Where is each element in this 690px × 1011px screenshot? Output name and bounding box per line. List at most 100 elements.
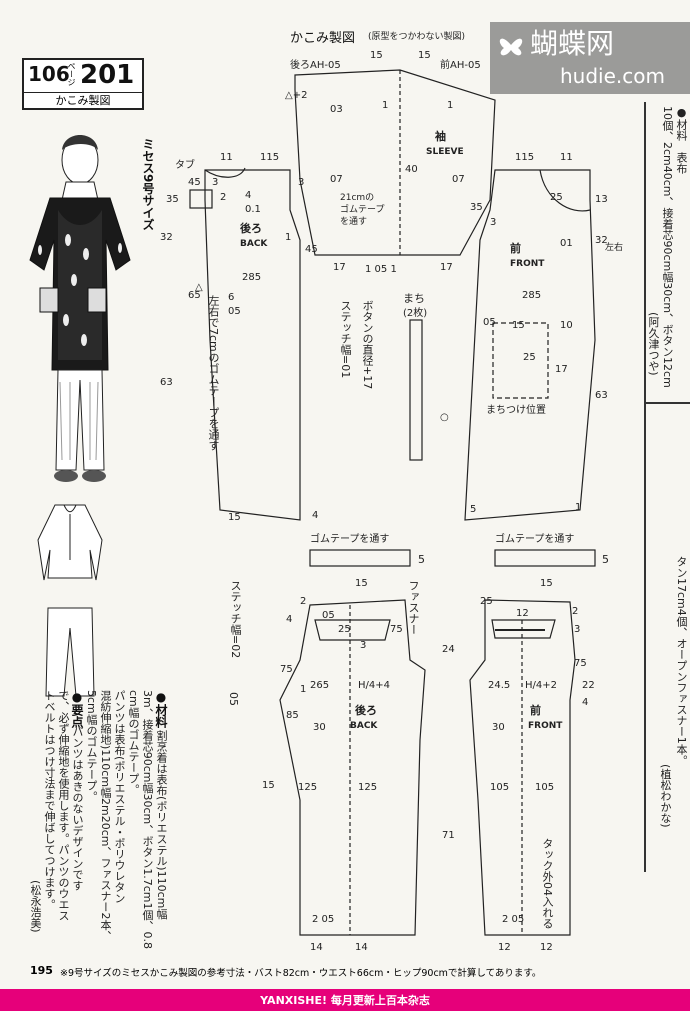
back-waistband-w15: 15 — [355, 578, 368, 589]
back-n4b: 4 — [312, 510, 318, 521]
back-n45a: 45 — [188, 177, 201, 188]
page-subtitle: (原型をつかわない製図) — [368, 32, 466, 42]
adjacent-text-1: ●材料 表布 — [675, 106, 688, 174]
fpants-label-ja: 前 — [530, 703, 541, 717]
bpants-n25: 25 — [338, 624, 351, 635]
points-line2: で、必ず伸縮地を使用します。パンツのウエス — [57, 690, 70, 921]
back-tri: △ — [195, 282, 203, 293]
front-n25a: 25 — [550, 192, 563, 203]
materials-line4: パンツは表布(ポリエステル・ポリウレタン — [113, 690, 126, 904]
front-body-label-ja: 前 — [510, 241, 521, 255]
front-n05: 05 — [483, 317, 496, 328]
page-title: かこみ製図 — [290, 31, 356, 46]
front-n1: 1 — [575, 502, 581, 513]
front-n285: 285 — [522, 290, 541, 301]
front-n01: 01 — [560, 238, 573, 249]
fpants-formula: H/4+2 — [525, 680, 557, 691]
page-ref: 106 — [28, 62, 70, 86]
back-n01: 0.1 — [245, 204, 261, 215]
watermark-url: hudie.com — [560, 64, 665, 88]
bpants-n205: 2 05 — [312, 914, 334, 925]
materials-title: ●材料 — [154, 690, 168, 728]
fpants-n2: 2 — [572, 606, 578, 617]
pants-stitch-note: ステッチ幅=02 — [229, 580, 242, 659]
footer-bar — [0, 989, 690, 1011]
sleeve-outline — [294, 69, 496, 256]
fpants-n105a: 105 — [490, 782, 509, 793]
back-n6: 6 — [228, 292, 234, 303]
adjacent-page-bottom: タン17cm4個、オープンファスナー1本。 (植松わかな) — [644, 402, 690, 872]
credit: (松永浩美) — [29, 880, 42, 933]
front-n17: 17 — [555, 364, 568, 375]
sleeve-n03: 03 — [330, 104, 343, 115]
back-waistband-h5: 5 — [418, 553, 425, 566]
back-n32: 32 — [160, 232, 173, 243]
fpants-n105b: 105 — [535, 782, 554, 793]
front-n35: 35 — [470, 202, 483, 213]
bpants-n14b: 14 — [355, 942, 368, 953]
sleeve-n2: △+2 — [285, 90, 307, 101]
pattern-number: 201 — [80, 60, 135, 90]
bpants-n05: 05 — [322, 610, 335, 621]
front-n10: 10 — [560, 320, 573, 331]
front-n13: 13 — [595, 194, 608, 205]
back-elastic-note: 左右で7cmのゴムテープを通す — [207, 295, 220, 451]
sleeve-n07b: 07 — [452, 174, 465, 185]
back-n11: 11 — [220, 152, 233, 163]
front-n115: 115 — [515, 152, 534, 163]
fpants-n205: 2 05 — [502, 914, 524, 925]
fpants-n25: 25 — [480, 596, 493, 607]
flat-sketch-illustration — [37, 504, 103, 697]
front-n63: 63 — [595, 390, 608, 401]
materials-line2: 3m、接着芯90cm幅30cm、ボタン1.7cm1個、0.8 — [141, 690, 154, 949]
back-n2: 2 — [220, 192, 226, 203]
footer-bar-text: YANXISHE! 每月更新上百本杂志 — [260, 994, 430, 1007]
front-body-label-en: FRONT — [510, 259, 545, 269]
bpants-label-en: BACK — [350, 721, 378, 731]
back-n35: 35 — [166, 194, 179, 205]
bpants-n75b: 75 — [280, 664, 293, 675]
fpants-n12a: 12 — [498, 942, 511, 953]
tab-outline — [189, 189, 213, 209]
sleeve-n105: 1 05 1 — [365, 264, 397, 275]
front-pants-outline — [469, 599, 576, 936]
pattern-item-name: かこみ製図 — [24, 92, 142, 108]
front-side-note: 左右 — [605, 241, 623, 253]
pants-stitch-note-2: 05 — [227, 692, 240, 706]
back-n285: 285 — [242, 272, 261, 283]
bpants-n14a: 14 — [310, 942, 323, 953]
sleeve-label-en: SLEEVE — [426, 147, 464, 157]
sleeve-front-ah: 前AH-05 — [440, 58, 481, 71]
fpants-n12b: 12 — [540, 942, 553, 953]
fpants-n4: 4 — [582, 697, 588, 708]
butterfly-icon — [499, 38, 523, 56]
back-n3a: 3 — [212, 177, 218, 188]
back-n15: 15 — [228, 512, 241, 523]
back-body-label-en: BACK — [240, 239, 268, 249]
pocket-outline — [492, 322, 549, 399]
adjacent-page-top: ●材料 表布 10個、2cm40cm、接着芯90cm幅30cm、ボタン12cm … — [644, 102, 690, 402]
pattern-number-box: 106 ページ 201 かこみ製図 — [22, 58, 144, 110]
front-waistband-note: ゴムテープを通す — [495, 532, 574, 545]
size-label: ミセス9号サイズ — [141, 138, 155, 231]
bpants-n4: 4 — [286, 614, 292, 625]
model-illustration — [29, 135, 131, 482]
fpants-n245: 24.5 — [488, 680, 510, 691]
sleeve-n15b: 15 — [418, 50, 431, 61]
back-n1: 1 — [285, 232, 291, 243]
front-waistband — [494, 549, 596, 567]
sleeve-label-ja: 袖 — [435, 129, 446, 143]
sleeve-n40: 40 — [405, 164, 418, 175]
bpants-n2: 2 — [300, 596, 306, 607]
gusset-count: (2枚) — [403, 306, 427, 319]
back-n65: 65 — [188, 290, 201, 301]
sleeve-n1a: 1 — [382, 100, 388, 111]
fpants-n24: 24 — [442, 644, 455, 655]
adjacent-text-2: 10個、2cm40cm、接着芯90cm幅30cm、ボタン12cm — [661, 106, 674, 388]
bpants-label-ja: 後ろ — [355, 703, 377, 717]
bpants-n30: 30 — [313, 722, 326, 733]
watermark-name: 蝴蝶网 — [530, 27, 615, 60]
sleeve-elastic-note: 21cmのゴムテープを通す — [340, 193, 384, 227]
pattern-diagram: 後ろAH-05 前AH-05 15 15 △+2 03 1 1 袖 SLEEVE… — [160, 50, 623, 953]
